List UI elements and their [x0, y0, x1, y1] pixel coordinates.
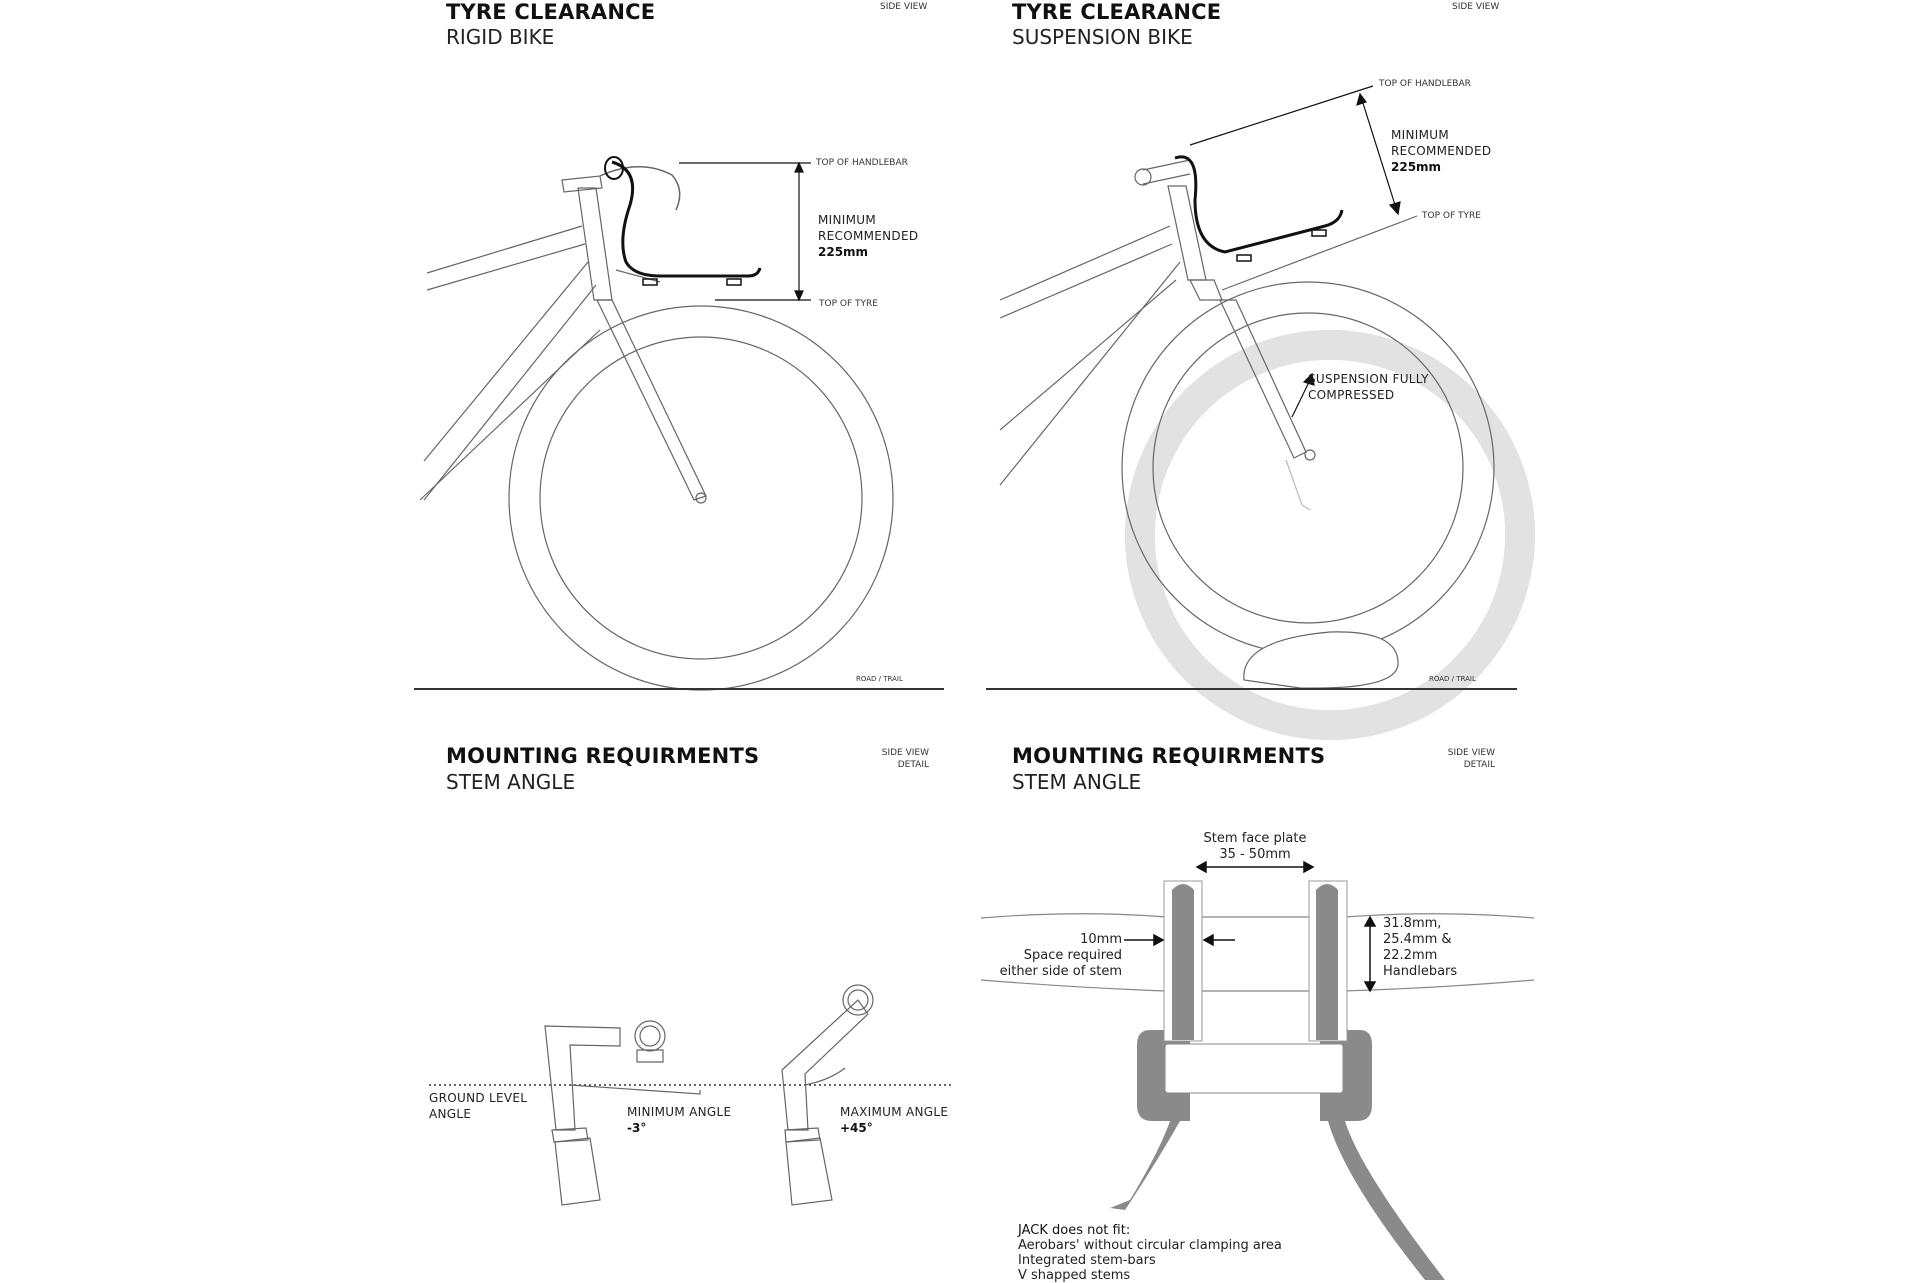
rigid-title: TYRE CLEARANCE — [446, 0, 656, 24]
suspension-min-value: 225mm — [1391, 160, 1442, 174]
no-fit-item: Integrated stem-bars — [1018, 1253, 1156, 1268]
stem-angle-drawing — [429, 984, 951, 1206]
rigid-min-value: 225mm — [818, 245, 869, 259]
rigid-min-line1: MINIMUM — [818, 213, 876, 227]
rigid-top-of-tyre: TOP OF TYRE — [819, 299, 878, 309]
suspension-compressed-line1: SUSPENSION FULLY — [1308, 372, 1429, 386]
rigid-dimension — [679, 161, 811, 302]
suspension-bag — [1174, 155, 1344, 262]
faceplate-value: 35 - 50mm — [1219, 847, 1291, 862]
rigid-subtitle: RIGID BIKE — [446, 25, 555, 49]
suspension-surface-label: ROAD / TRAIL — [1429, 675, 1476, 683]
stem-angle-view-line2: DETAIL — [897, 760, 929, 770]
bar-size-line4: Handlebars — [1383, 964, 1458, 979]
rigid-top-of-handlebar: TOP OF HANDLEBAR — [816, 158, 908, 168]
no-fit-item: V shapped stems — [1018, 1268, 1131, 1283]
stem-detail-view-line1: SIDE VIEW — [1447, 748, 1495, 758]
stem-detail-view-line2: DETAIL — [1463, 760, 1495, 770]
suspension-min-line2: RECOMMENDED — [1391, 144, 1492, 158]
stem-angle-view-line1: SIDE VIEW — [881, 748, 929, 758]
no-fit-title: JACK does not fit: — [1018, 1223, 1131, 1238]
space-line1: Space required — [1023, 948, 1122, 963]
stem-detail-subtitle: STEM ANGLE — [1012, 770, 1142, 794]
space-line2: either side of stem — [999, 964, 1122, 979]
maximum-angle-value: +45° — [840, 1121, 873, 1135]
faceplate-label: Stem face plate — [1203, 831, 1307, 846]
minimum-angle-value: -3° — [627, 1121, 647, 1135]
suspension-min-line1: MINIMUM — [1391, 128, 1449, 142]
suspension-top-of-tyre: TOP OF TYRE — [1422, 211, 1481, 221]
bar-size-line1: 31.8mm, — [1383, 916, 1442, 931]
rigid-view-label: SIDE VIEW — [880, 2, 928, 12]
suspension-top-of-handlebar: TOP OF HANDLEBAR — [1379, 79, 1471, 89]
stem-angle-subtitle: STEM ANGLE — [446, 770, 576, 794]
ground-level-line1: GROUND LEVEL — [429, 1091, 528, 1105]
stem-detail-title: MOUNTING REQUIRMENTS — [1012, 744, 1326, 768]
stem-detail-drawing — [980, 860, 1535, 1280]
suspension-dimension — [1189, 85, 1401, 418]
maximum-angle-label: MAXIMUM ANGLE — [840, 1105, 949, 1119]
bar-size-line2: 25.4mm & — [1383, 932, 1452, 947]
no-fit-item: Aerobars' without circular clamping area — [1018, 1238, 1282, 1253]
rigid-bag — [604, 156, 762, 286]
space-value: 10mm — [1080, 932, 1122, 947]
ground-level-line2: ANGLE — [429, 1107, 472, 1121]
rigid-min-line2: RECOMMENDED — [818, 229, 919, 243]
suspension-title: TYRE CLEARANCE — [1012, 0, 1222, 24]
suspension-subtitle: SUSPENSION BIKE — [1012, 25, 1193, 49]
stem-angle-title: MOUNTING REQUIRMENTS — [446, 744, 760, 768]
bar-size-line3: 22.2mm — [1383, 948, 1438, 963]
suspension-bike-drawing — [999, 159, 1536, 741]
rigid-surface-label: ROAD / TRAIL — [856, 675, 903, 683]
suspension-compressed-line2: COMPRESSED — [1308, 388, 1395, 402]
minimum-angle-label: MINIMUM ANGLE — [627, 1105, 732, 1119]
suspension-view-label: SIDE VIEW — [1452, 2, 1500, 12]
